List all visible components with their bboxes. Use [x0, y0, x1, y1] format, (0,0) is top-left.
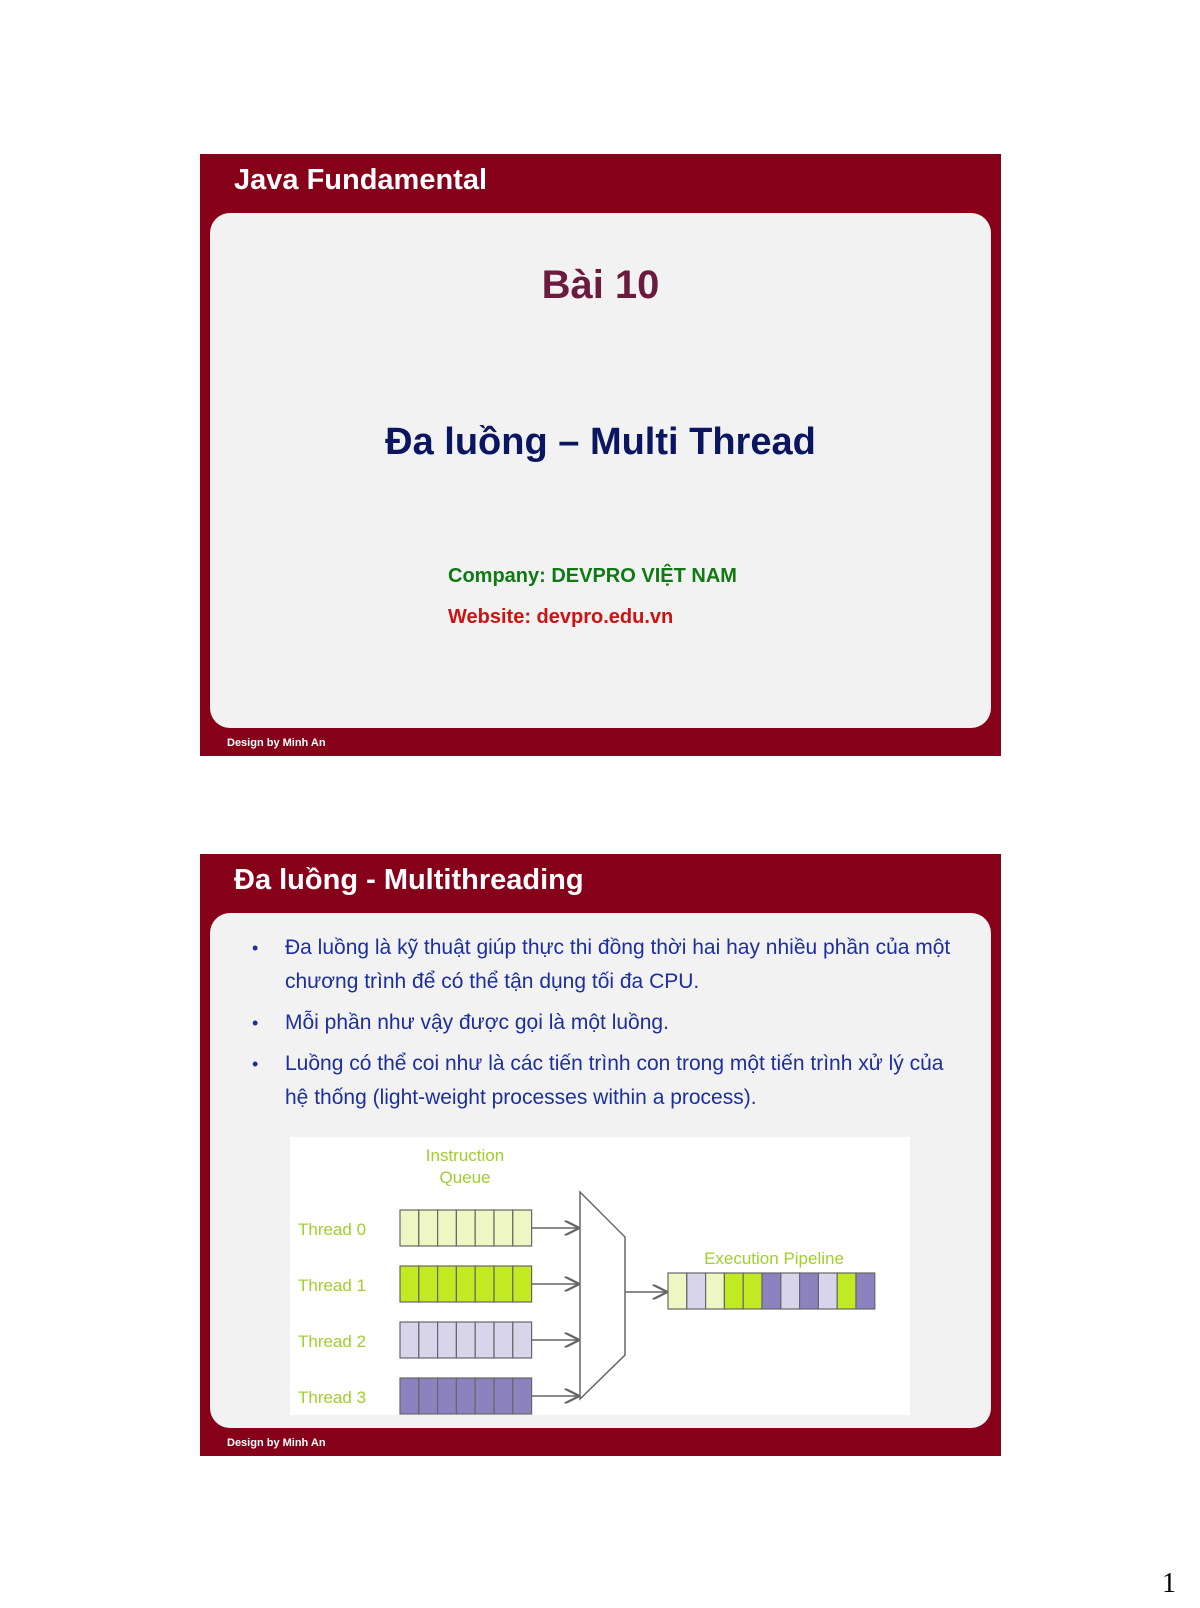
pipeline-label: Execution Pipeline	[704, 1249, 844, 1268]
queue-cell	[418, 1377, 439, 1415]
queue-cell	[399, 1265, 420, 1303]
bullet-list: • Đa luồng là kỹ thuật giúp thực thi đồng…	[252, 931, 952, 1122]
queue-cell	[399, 1377, 420, 1415]
queue-cell	[437, 1265, 458, 1303]
pipeline-cell	[742, 1272, 763, 1310]
thread-label: Thread 0	[298, 1220, 366, 1239]
pipeline-cell	[817, 1272, 838, 1310]
pipeline-cell	[761, 1272, 782, 1310]
pipeline-cell	[667, 1272, 688, 1310]
slide-body: Bài 10 Đa luồng – Multi Thread Company: …	[210, 213, 991, 728]
bullet-text: Mỗi phần như vậy được gọi là một luồng.	[285, 1011, 669, 1034]
thread-label: Thread 2	[298, 1332, 366, 1351]
queue-cell	[512, 1265, 533, 1303]
bullet-marker: •	[252, 1054, 259, 1074]
queue-cell	[512, 1377, 533, 1415]
queue-cell	[399, 1321, 420, 1359]
slide-footer: Design by Minh An	[227, 737, 326, 749]
queue-cell	[493, 1209, 514, 1247]
queue-cell	[455, 1321, 476, 1359]
queue-cell	[474, 1209, 495, 1247]
pipeline-cell	[686, 1272, 707, 1310]
pipeline-cell	[836, 1272, 857, 1310]
queue-cell	[493, 1265, 514, 1303]
diagram-svg: Instruction Queue Execution Pipeline Thr…	[298, 1146, 876, 1415]
slide-title: Java Fundamental Bài 10 Đa luồng – Multi…	[200, 154, 1001, 756]
pipeline-cell	[723, 1272, 744, 1310]
slide-header: Đa luồng - Multithreading	[234, 864, 584, 896]
bullet-item: • Đa luồng là kỹ thuật giúp thực thi đồng…	[252, 931, 952, 999]
bullet-text: Đa luồng là kỹ thuật giúp thực thi đồng …	[285, 936, 951, 993]
queue-cell	[474, 1265, 495, 1303]
pipeline-cell	[855, 1272, 876, 1310]
pipeline-cell	[705, 1272, 726, 1310]
queue-cell	[493, 1321, 514, 1359]
queue-cell	[418, 1321, 439, 1359]
bullet-item: • Luồng có thể coi như là các tiến trình …	[252, 1047, 952, 1115]
slide-header: Java Fundamental	[234, 164, 488, 196]
bullet-text: Luồng có thể coi như là các tiến trình c…	[285, 1052, 944, 1109]
queue-cell	[418, 1265, 439, 1303]
queue-cell	[474, 1321, 495, 1359]
thread-label: Thread 1	[298, 1276, 366, 1295]
queue-cell	[437, 1209, 458, 1247]
page-number: 1	[1162, 1568, 1176, 1599]
bullet-marker: •	[252, 1013, 259, 1033]
queue-label-line2: Queue	[439, 1168, 490, 1187]
queue-cell	[418, 1209, 439, 1247]
lesson-title: Đa luồng – Multi Thread	[385, 421, 816, 463]
website-label: Website: devpro.edu.vn	[448, 606, 674, 628]
queue-cell	[474, 1377, 495, 1415]
multiplexer	[579, 1190, 626, 1401]
slide-multithreading: Đa luồng - Multithreading • Đa luồng là k…	[200, 854, 1001, 1456]
lesson-number: Bài 10	[541, 263, 660, 307]
queue-cell	[493, 1377, 514, 1415]
bullet-item: • Mỗi phần như vậy được gọi là một luồng.	[252, 1006, 952, 1040]
queue-cell	[455, 1265, 476, 1303]
queue-cell	[437, 1321, 458, 1359]
slide-body: • Đa luồng là kỹ thuật giúp thực thi đồng…	[210, 913, 991, 1428]
pipeline-cell	[780, 1272, 801, 1310]
queue-cell	[437, 1377, 458, 1415]
queue-cell	[455, 1209, 476, 1247]
multithread-diagram: Instruction Queue Execution Pipeline Thr…	[290, 1137, 910, 1415]
queue-cell	[512, 1321, 533, 1359]
company-label: Company: DEVPRO VIỆT NAM	[448, 565, 737, 587]
queue-cell	[399, 1209, 420, 1247]
bullet-marker: •	[252, 938, 259, 958]
thread-label: Thread 3	[298, 1388, 366, 1407]
slide-footer: Design by Minh An	[227, 1437, 326, 1449]
queue-cell	[512, 1209, 533, 1247]
diagram-marks: Thread 0 Thread 1 Thread 2 Thread 3	[298, 1190, 876, 1415]
queue-label-line1: Instruction	[426, 1146, 504, 1165]
pipeline-cell	[799, 1272, 820, 1310]
queue-cell	[455, 1377, 476, 1415]
